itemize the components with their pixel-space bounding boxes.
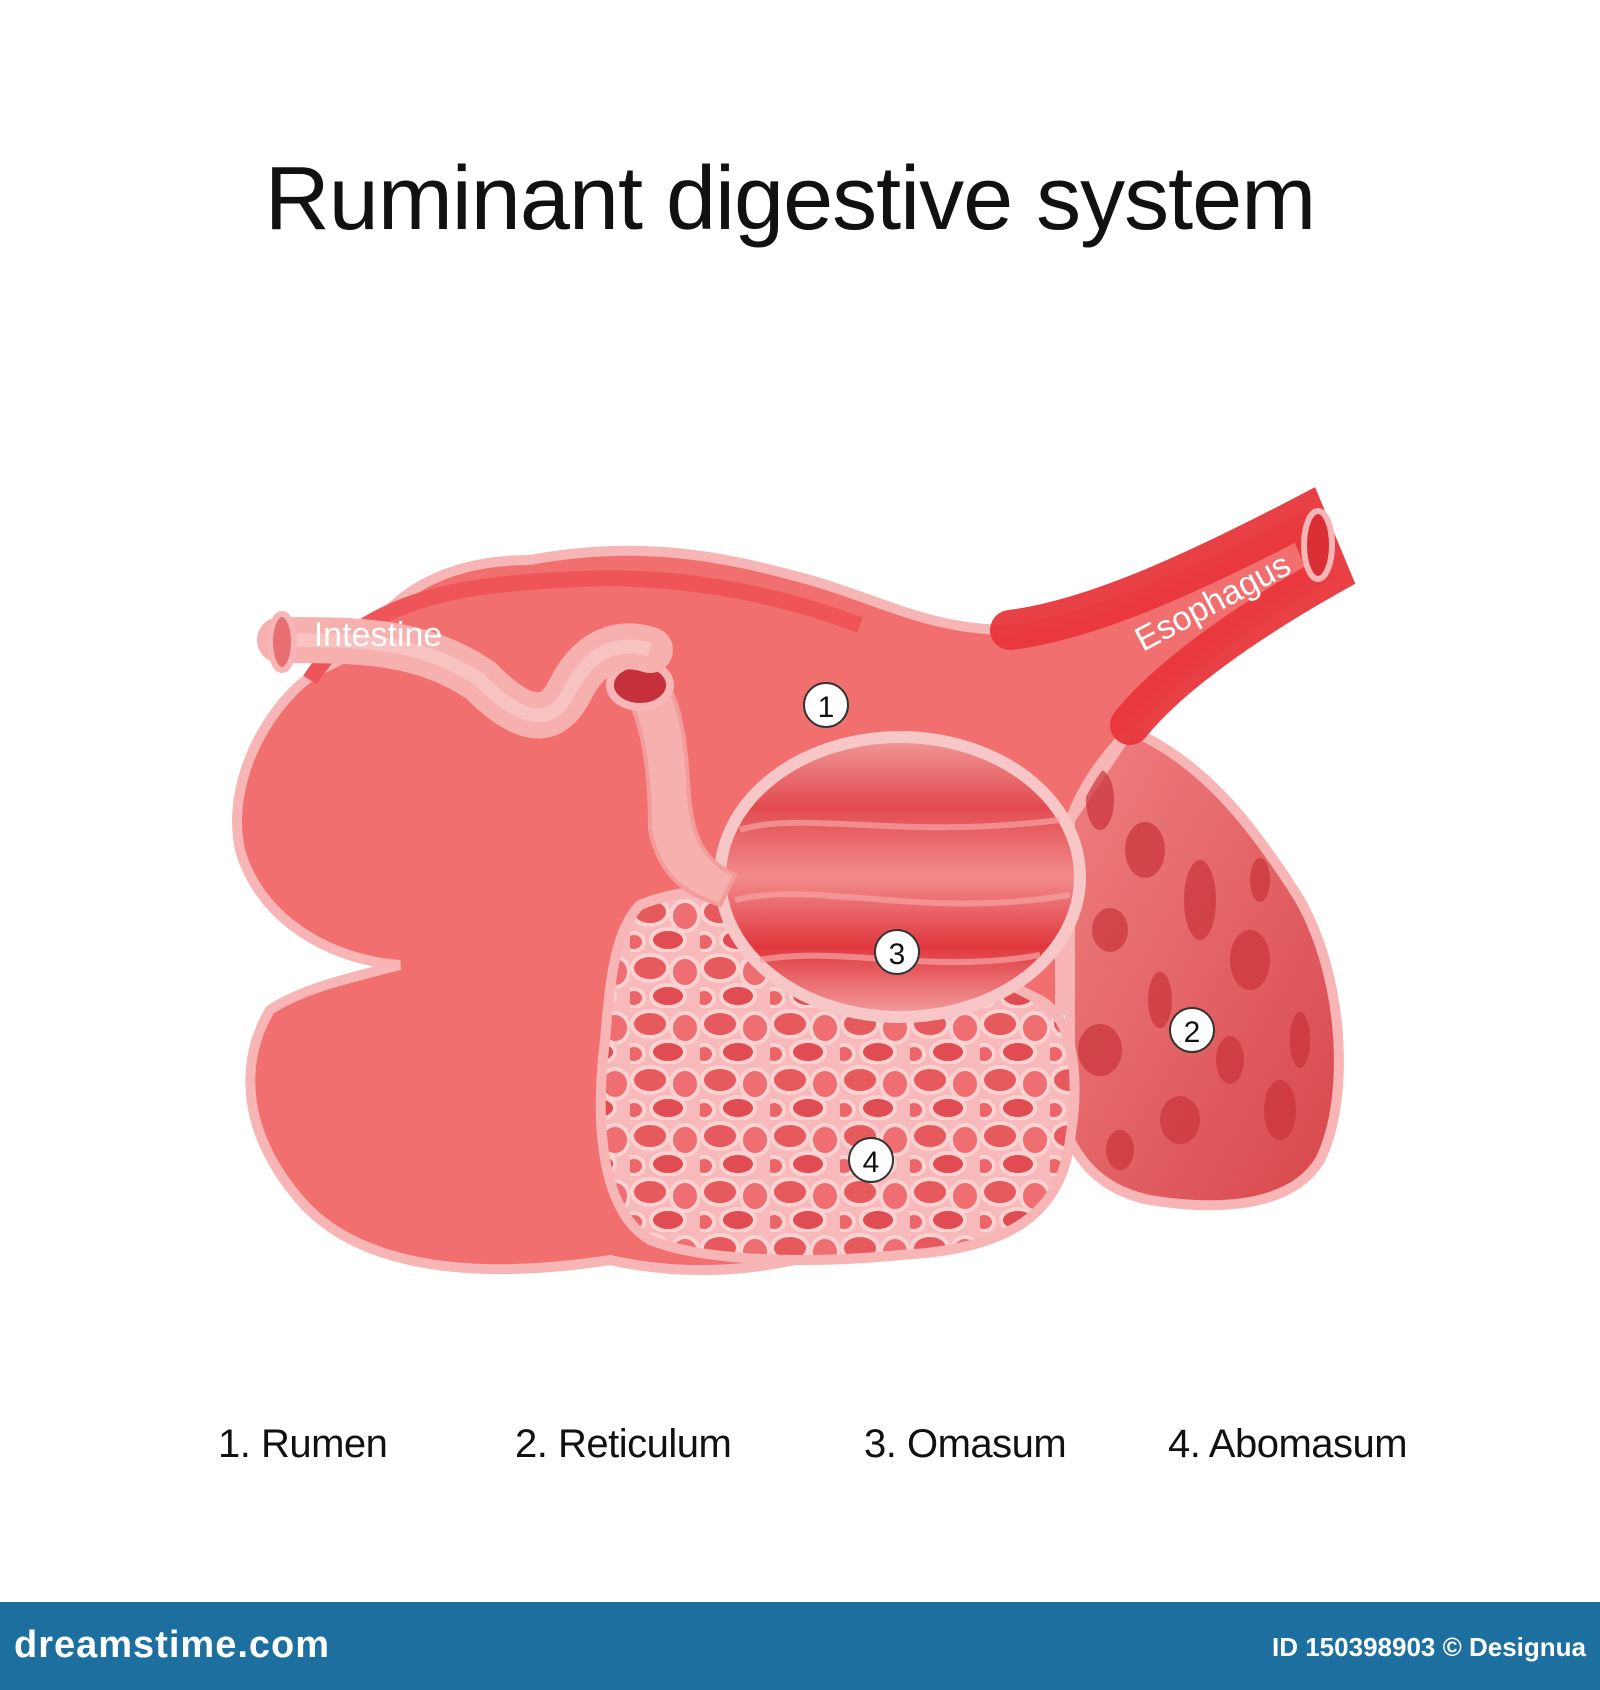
footer-credit: ID 150398903 © Designua	[1272, 1632, 1586, 1662]
legend-omasum: 3. Omasum	[864, 1422, 1067, 1466]
svg-text:1: 1	[818, 691, 835, 724]
esophagus-opening	[1301, 508, 1335, 582]
marker-reticulum: 2	[1169, 1007, 1215, 1053]
page-title: Ruminant digestive system	[264, 149, 1316, 249]
footer-bar: dreamstime.com ID 150398903 © Designua	[0, 1602, 1600, 1690]
svg-text:2: 2	[1184, 1016, 1201, 1049]
marker-omasum: 3	[874, 929, 920, 975]
intestine-label: Intestine	[314, 616, 443, 654]
reticulum-folds	[1078, 770, 1310, 1170]
intestine-opening	[267, 611, 297, 673]
esophagus	[990, 487, 1356, 745]
omasum	[714, 731, 1086, 1023]
marker-abomasum: 4	[848, 1137, 894, 1183]
svg-text:4: 4	[863, 1146, 880, 1179]
reticulum	[1065, 723, 1344, 1211]
svg-text:3: 3	[889, 938, 906, 971]
duct	[607, 667, 738, 908]
marker-rumen: 1	[803, 682, 849, 728]
legend-reticulum: 2. Reticulum	[515, 1422, 732, 1466]
footer-brand[interactable]: dreamstime.com	[14, 1624, 331, 1666]
legend-abomasum: 4. Abomasum	[1168, 1422, 1408, 1466]
legend-rumen: 1. Rumen	[218, 1422, 388, 1466]
